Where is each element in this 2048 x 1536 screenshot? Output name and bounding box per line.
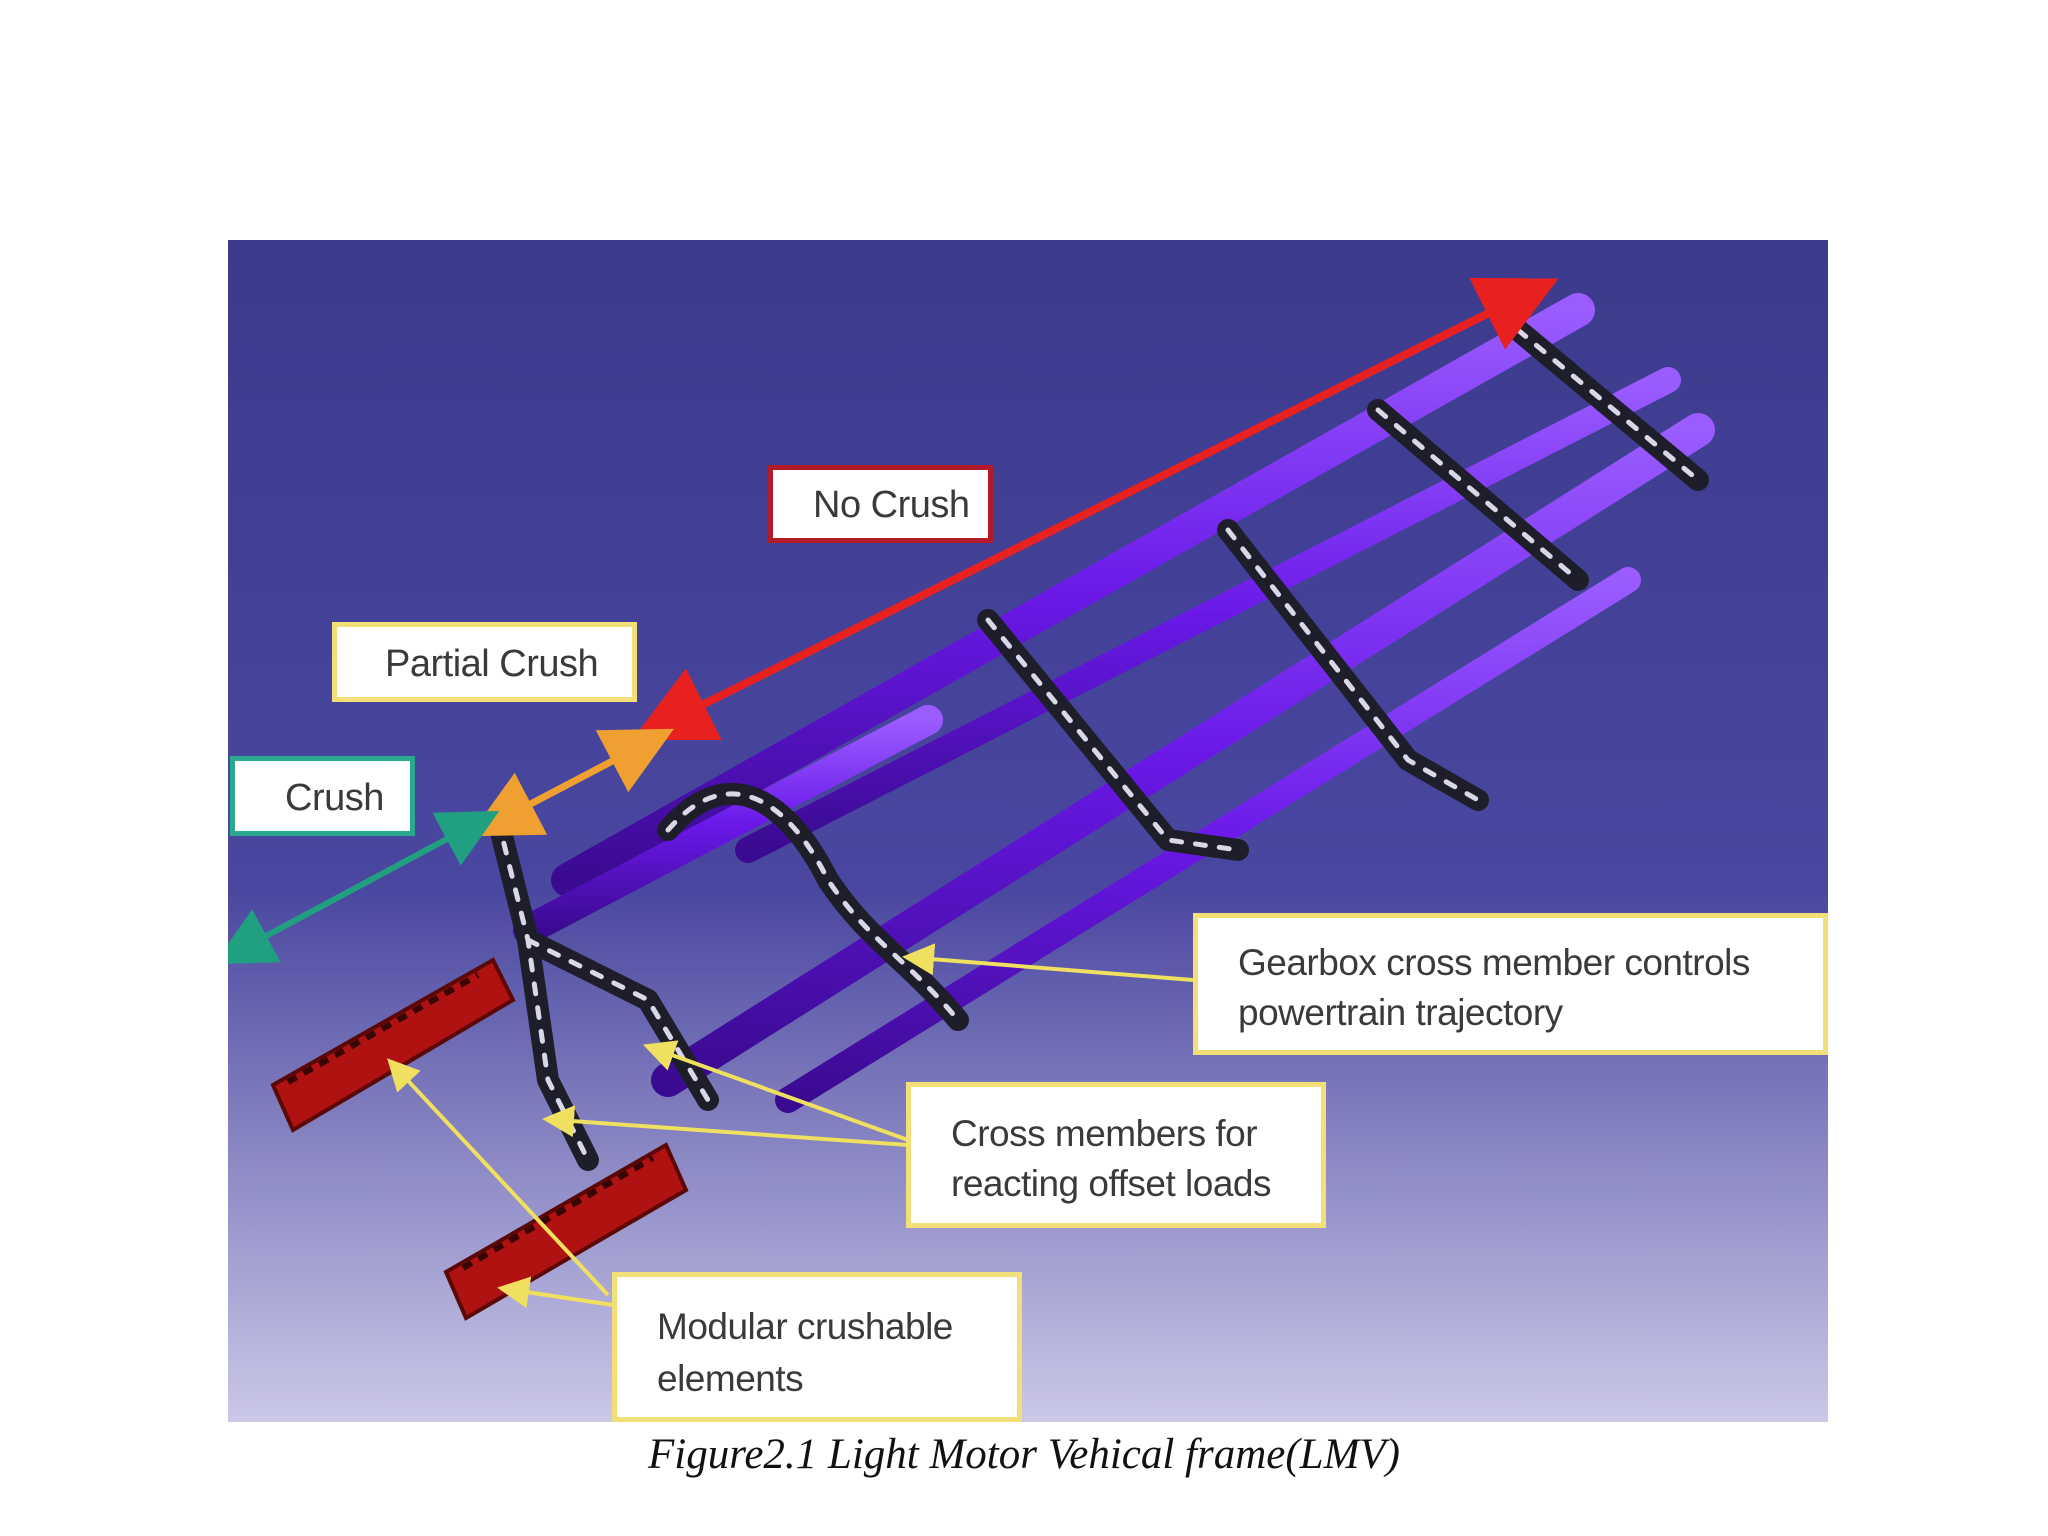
figure-caption: Figure2.1 Light Motor Vehical frame(LMV) [647,1431,1401,1478]
partial-crush-label: Partial Crush [332,622,637,702]
no-crush-label: No Crush [768,465,993,543]
crush-elements [270,957,689,1321]
crush-arrow [228,810,500,965]
cross-members-callout: Cross members for reacting offset loads [906,1082,1326,1228]
no-crush-arrow [632,278,1559,740]
partial-crush-arrow [469,728,674,837]
modular-callout: Modular crushable elements [612,1272,1022,1422]
crush-label: Crush [230,756,415,836]
frame-diagram: No Crush Partial Crush Crush Gearbox cro… [228,240,1828,1422]
gearbox-callout: Gearbox cross member controls powertrain… [1193,913,1828,1055]
callout-leaders [387,943,1194,1309]
frame-illustration [228,240,1828,1422]
